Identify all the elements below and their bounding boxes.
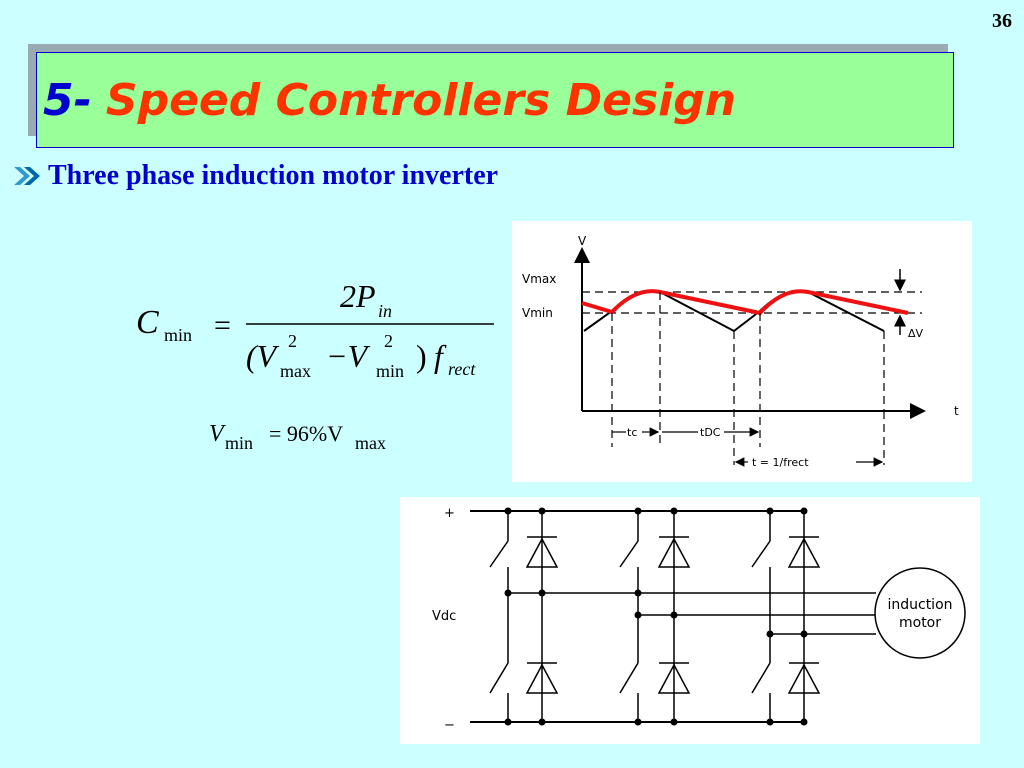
inverter-leg-1 [489, 507, 559, 726]
vmin-lhs: V [209, 421, 226, 447]
vmax-label: Vmax [522, 272, 556, 286]
formula-sup2: 2 [384, 331, 393, 351]
inverter-leg-3 [751, 507, 821, 726]
delta-v-label: ΔV [908, 327, 924, 340]
vmin-rhs-sub: max [355, 433, 386, 453]
slide-title: 5- Speed Controllers Design [36, 52, 954, 148]
cmin-formula: C min = 2P in (V 2 max −V 2 min ) f rect [130, 275, 510, 400]
title-number: 5- [43, 74, 92, 126]
tdc-label: tDC [700, 426, 721, 439]
formula-f: f [434, 338, 447, 374]
formula-numerator-sub: in [378, 301, 392, 321]
vdc-label: Vdc [432, 609, 456, 624]
positive-terminal-label: + [444, 506, 455, 521]
vmin-label: Vmin [522, 306, 553, 320]
formula-lhs-sub: min [164, 325, 192, 345]
inverter-circuit-diagram: + − Vdc [400, 497, 980, 744]
page-number: 36 [992, 10, 1012, 32]
formula-sup1: 2 [288, 331, 297, 351]
motor-label-line2: motor [899, 615, 941, 631]
induction-motor-symbol [874, 567, 966, 659]
formula-minus: −V [326, 338, 371, 374]
t-axis-label: t [954, 404, 959, 418]
formula-numerator: 2P [340, 278, 376, 314]
v-axis-label: V [578, 234, 587, 248]
vmin-lhs-sub: min [225, 433, 253, 453]
vmin-rhs: = 96%V [269, 421, 343, 446]
formula-lhs: C [136, 304, 159, 341]
formula-sub1: max [280, 361, 311, 381]
inverter-leg-2 [619, 507, 691, 726]
period-label: t = 1/frect [752, 456, 809, 469]
ripple-waveform-diagram: V t Vmax Vmin ΔV tc tDC t = 1/frect [512, 221, 972, 482]
bullet-text: Three phase induction motor inverter [48, 160, 499, 191]
tc-label: tc [627, 426, 637, 439]
negative-terminal-label: − [444, 718, 455, 733]
vmin-formula: V min = 96%V max [205, 415, 405, 462]
formula-sub2: min [376, 361, 404, 381]
motor-label-line1: induction [887, 597, 952, 613]
title-text: Speed Controllers Design [105, 74, 737, 126]
formula-equals: = [214, 309, 231, 342]
arrow-bullet-icon [14, 167, 40, 185]
formula-denominator-open: (V [246, 338, 280, 374]
ripple-curve [581, 289, 909, 316]
formula-f-sub: rect [448, 359, 476, 379]
bullet-item: Three phase induction motor inverter [14, 160, 498, 192]
formula-close: ) [416, 338, 427, 374]
